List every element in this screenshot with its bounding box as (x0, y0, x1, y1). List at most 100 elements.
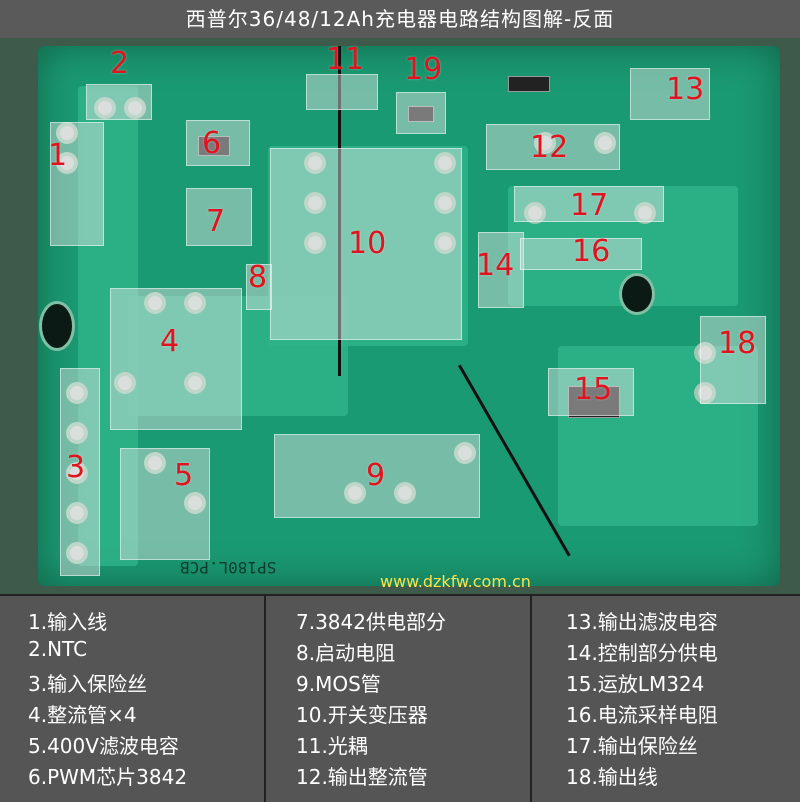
marker-3: 3 (66, 450, 86, 485)
solder-pad (638, 206, 652, 220)
marker-13: 13 (666, 72, 705, 107)
legend-item: 6.PWM芯片3842 (28, 765, 188, 789)
legend-item: 17.输出保险丝 (566, 734, 698, 758)
region-pwm-chip (186, 120, 250, 166)
marker-16: 16 (572, 234, 611, 269)
solder-pad (438, 156, 452, 170)
legend-item: 13.输出滤波电容 (566, 610, 718, 634)
region-lm324 (548, 368, 634, 416)
region-output-fuse (514, 186, 664, 222)
marker-15: 15 (574, 372, 613, 407)
solder-pad (60, 126, 74, 140)
solder-pad (438, 196, 452, 210)
legend-item: 5.400V滤波电容 (28, 734, 179, 758)
solder-pad (118, 376, 132, 390)
legend-item: 9.MOS管 (296, 672, 381, 696)
marker-10: 10 (348, 226, 387, 261)
marker-14: 14 (476, 248, 515, 283)
solder-pad (308, 156, 322, 170)
region-output-capacitor (630, 68, 710, 120)
solder-pad (698, 346, 712, 360)
region-19 (396, 92, 446, 134)
isolation-line (338, 46, 341, 376)
marker-2: 2 (110, 46, 130, 81)
legend-panel: 1.输入线 2.NTC 3.输入保险丝 4.整流管×4 5.400V滤波电容 6… (0, 594, 800, 802)
legend-item: 18.输出线 (566, 765, 658, 789)
solder-pad (148, 296, 162, 310)
solder-pad (70, 546, 84, 560)
region-control-supply (478, 232, 524, 308)
solder-pad (398, 486, 412, 500)
marker-18: 18 (718, 326, 757, 361)
solder-pad (598, 136, 612, 150)
solder-pad (98, 101, 112, 115)
solder-pad (128, 101, 142, 115)
pcb-silkscreen: SP180L.PCB (180, 558, 277, 577)
legend-item: 3.输入保险丝 (28, 672, 148, 696)
region-transformer (270, 148, 462, 340)
solder-pad (698, 386, 712, 400)
solder-pad (188, 376, 202, 390)
legend-item: 4.整流管×4 (28, 703, 137, 727)
region-output-wire (700, 316, 766, 404)
solder-pad (308, 236, 322, 250)
solder-pad (148, 456, 162, 470)
smd-chip (408, 106, 434, 122)
circuit-board (38, 46, 780, 586)
legend-item: 11.光耦 (296, 734, 368, 758)
legend-item: 8.启动电阻 (296, 641, 396, 665)
region-optocoupler (306, 74, 378, 110)
solder-pad (70, 386, 84, 400)
marker-6: 6 (202, 126, 222, 161)
solder-pad (308, 196, 322, 210)
solder-pad (70, 426, 84, 440)
solder-pad (70, 506, 84, 520)
solder-pad (528, 206, 542, 220)
legend-item: 15.运放LM324 (566, 672, 705, 696)
solder-pad (188, 296, 202, 310)
solder-pad (458, 446, 472, 460)
solder-pad (70, 466, 84, 480)
legend-item: 14.控制部分供电 (566, 641, 718, 665)
smd-chip (568, 386, 620, 418)
marker-5: 5 (174, 458, 194, 493)
pcb-photo: SP180L.PCB 1 2 3 4 5 6 7 8 9 10 11 12 13… (0, 38, 800, 594)
region-input-fuse (60, 368, 100, 576)
marker-11: 11 (326, 42, 365, 77)
region-ntc (86, 84, 152, 120)
legend-item: 7.3842供电部分 (296, 610, 446, 634)
marker-7: 7 (206, 204, 226, 239)
copper-trace (558, 346, 758, 526)
page-title: 西普尔36/48/12Ah充电器电路结构图解-反面 (0, 0, 800, 38)
legend-item: 2.NTC (28, 637, 88, 661)
region-400v-capacitor (120, 448, 210, 560)
solder-pad (60, 156, 74, 170)
region-start-resistor (246, 264, 272, 310)
marker-19: 19 (404, 52, 443, 87)
legend-column-1: 1.输入线 2.NTC 3.输入保险丝 4.整流管×4 5.400V滤波电容 6… (0, 596, 266, 802)
legend-item: 12.输出整流管 (296, 765, 428, 789)
legend-item: 10.开关变压器 (296, 703, 428, 727)
region-rectifier (110, 288, 242, 430)
solder-pad (538, 136, 552, 150)
mounting-hole (42, 304, 72, 348)
smd-chip (198, 136, 230, 156)
marker-17: 17 (570, 188, 609, 223)
solder-pad (188, 496, 202, 510)
region-output-rectifier (486, 124, 620, 170)
region-input-wire (50, 122, 104, 246)
marker-9: 9 (366, 458, 386, 493)
marker-4: 4 (160, 324, 180, 359)
legend-column-3: 13.输出滤波电容 14.控制部分供电 15.运放LM324 16.电流采样电阻… (532, 596, 800, 802)
solder-pad (348, 486, 362, 500)
mounting-hole (622, 276, 652, 312)
legend-item: 16.电流采样电阻 (566, 703, 718, 727)
marker-8: 8 (248, 260, 268, 295)
marker-1: 1 (48, 138, 68, 173)
region-mos (274, 434, 480, 518)
copper-trace (268, 146, 468, 346)
solder-pad (438, 236, 452, 250)
legend-item: 1.输入线 (28, 610, 108, 634)
watermark: www.dzkfw.com.cn (380, 572, 531, 591)
region-3842-supply (186, 188, 252, 246)
